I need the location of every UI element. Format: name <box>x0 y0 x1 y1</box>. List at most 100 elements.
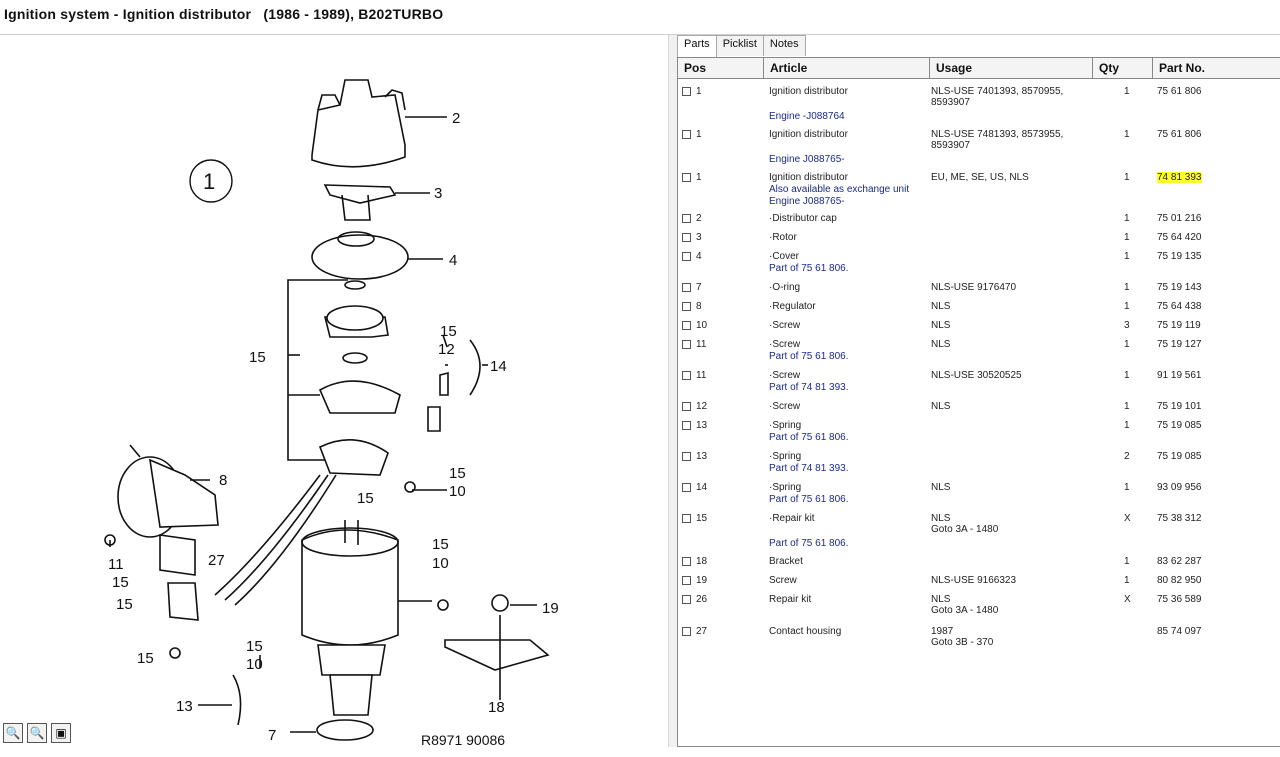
usage-cell: NLS Goto 3A - 1480 <box>931 594 999 616</box>
qty-cell: 1 <box>1124 370 1130 381</box>
callout: 11 <box>108 556 124 573</box>
part-number-cell: 91 19 561 <box>1157 370 1202 381</box>
tab-notes[interactable]: Notes <box>762 35 806 56</box>
callout: 10 <box>432 555 449 572</box>
row-note[interactable]: Also available as exchange unit <box>769 184 910 195</box>
tab-parts[interactable]: Parts <box>677 35 717 58</box>
part-number-cell: 75 61 806 <box>1157 129 1202 140</box>
column-header-pos[interactable]: Pos <box>678 58 764 78</box>
row-checkbox[interactable] <box>682 514 691 523</box>
qty-cell: 1 <box>1124 213 1130 224</box>
parts-pane: Parts Picklist Notes Pos Article Usage Q… <box>677 35 1280 747</box>
callout: 15 <box>432 536 449 553</box>
qty-cell: 1 <box>1124 282 1130 293</box>
row-checkbox[interactable] <box>682 233 691 242</box>
callout: 4 <box>449 252 457 269</box>
row-note[interactable]: Engine J088765- <box>769 154 845 165</box>
zoom-out-icon[interactable]: 🔍 <box>27 723 47 743</box>
part-number-cell: 75 19 085 <box>1157 420 1202 431</box>
qty-cell: 1 <box>1124 420 1130 431</box>
row-checkbox[interactable] <box>682 130 691 139</box>
usage-cell: NLS-USE 7401393, 8570955, 8593907 <box>931 86 1064 108</box>
zoom-in-icon[interactable]: 🔍 <box>3 723 23 743</box>
callout: 14 <box>490 358 507 375</box>
row-note[interactable]: Part of 75 61 806. <box>769 432 849 443</box>
article-cell: Repair kit <box>769 594 812 605</box>
row-checkbox[interactable] <box>682 214 691 223</box>
qty-cell: 1 <box>1124 556 1130 567</box>
tab-picklist[interactable]: Picklist <box>715 35 764 56</box>
row-note[interactable]: Part of 75 61 806. <box>769 351 849 362</box>
pos-cell: 19 <box>696 575 708 586</box>
row-checkbox[interactable] <box>682 302 691 311</box>
column-header-qty[interactable]: Qty <box>1093 58 1153 78</box>
row-checkbox[interactable] <box>682 340 691 349</box>
row-checkbox[interactable] <box>682 557 691 566</box>
qty-cell: X <box>1124 513 1131 524</box>
part-number-cell: 80 82 950 <box>1157 575 1202 586</box>
row-note[interactable]: Part of 75 61 806. <box>769 494 849 505</box>
title-bar: Ignition system - Ignition distributor (… <box>0 0 1280 35</box>
pos-cell: 1 <box>696 86 702 97</box>
row-note[interactable]: Part of 74 81 393. <box>769 463 849 474</box>
pos-cell: 2 <box>696 213 702 224</box>
qty-cell: 2 <box>1124 451 1130 462</box>
fit-page-icon[interactable]: ▣ <box>51 723 71 743</box>
callout: 15 <box>137 650 154 667</box>
row-note[interactable]: Part of 75 61 806. <box>769 263 849 274</box>
row-checkbox[interactable] <box>682 173 691 182</box>
tab-strip: Parts Picklist Notes <box>677 35 806 58</box>
article-cell: ·Screw <box>769 370 801 381</box>
part-number-cell: 75 64 438 <box>1157 301 1202 312</box>
usage-cell: NLS <box>931 301 951 312</box>
pos-cell: 11 <box>696 370 707 381</box>
pos-cell: 3 <box>696 232 702 243</box>
row-checkbox[interactable] <box>682 402 691 411</box>
row-checkbox[interactable] <box>682 321 691 330</box>
pos-cell: 7 <box>696 282 702 293</box>
row-checkbox[interactable] <box>682 452 691 461</box>
part-number-cell: 75 19 085 <box>1157 451 1202 462</box>
row-checkbox[interactable] <box>682 87 691 96</box>
column-header-usage[interactable]: Usage <box>930 58 1093 78</box>
part-number-cell: 75 61 806 <box>1157 86 1202 97</box>
exploded-view-diagram[interactable]: 1 2 3 4 15 15 12 14 15 8 15 10 11 15 27 … <box>0 35 668 747</box>
article-cell: Bracket <box>769 556 803 567</box>
row-note[interactable]: Part of 75 61 806. <box>769 538 849 549</box>
qty-cell: 1 <box>1124 575 1130 586</box>
callout: 10 <box>449 483 466 500</box>
row-checkbox[interactable] <box>682 371 691 380</box>
diagram-pane[interactable]: 1 2 3 4 15 15 12 14 15 8 15 10 11 15 27 … <box>0 35 669 747</box>
row-checkbox[interactable] <box>682 483 691 492</box>
pos-cell: 4 <box>696 251 702 262</box>
pos-cell: 13 <box>696 451 708 462</box>
part-number-cell: 75 19 143 <box>1157 282 1202 293</box>
row-checkbox[interactable] <box>682 576 691 585</box>
article-cell: ·Screw <box>769 401 801 412</box>
row-checkbox[interactable] <box>682 595 691 604</box>
row-checkbox[interactable] <box>682 627 691 636</box>
row-note[interactable]: Part of 74 81 393. <box>769 382 849 393</box>
article-cell: ·Regulator <box>769 301 816 312</box>
qty-cell: 3 <box>1124 320 1130 331</box>
row-checkbox[interactable] <box>682 252 691 261</box>
pos-cell: 11 <box>696 339 707 350</box>
qty-cell: 1 <box>1124 86 1130 97</box>
callout: 3 <box>434 185 442 202</box>
row-note[interactable]: Engine -J088764 <box>769 111 845 122</box>
pos-cell: 27 <box>696 626 708 637</box>
callout: 15 <box>449 465 466 482</box>
qty-cell: 1 <box>1124 172 1130 183</box>
part-number-cell: 75 19 119 <box>1157 320 1201 331</box>
callout: 27 <box>208 552 225 569</box>
callout: 15 <box>246 638 263 655</box>
callout: 15 <box>440 323 457 340</box>
qty-cell: 1 <box>1124 482 1130 493</box>
row-checkbox[interactable] <box>682 421 691 430</box>
row-note[interactable]: Engine J088765- <box>769 196 845 207</box>
row-checkbox[interactable] <box>682 283 691 292</box>
part-number-cell: 85 74 097 <box>1157 626 1202 637</box>
column-header-article[interactable]: Article <box>764 58 930 78</box>
column-header-part-no[interactable]: Part No. <box>1159 61 1206 75</box>
part-number-cell: 75 38 312 <box>1157 513 1202 524</box>
